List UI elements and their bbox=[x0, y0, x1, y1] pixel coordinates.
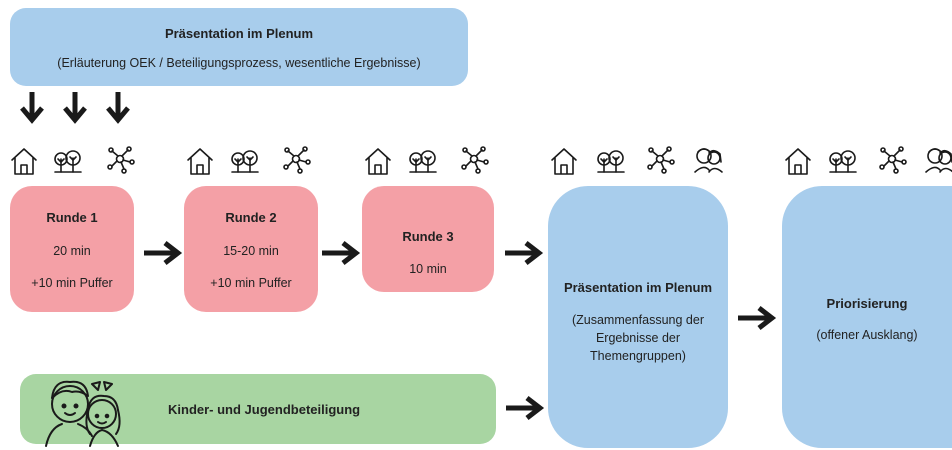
priorisierung-subtitle: (offener Ausklang) bbox=[816, 328, 918, 342]
plenum-intro-subtitle: (Erläuterung OEK / Beteiligungsprozess, … bbox=[57, 56, 421, 70]
arrow-right-icon bbox=[738, 306, 777, 330]
priorisierung-box: Priorisierung (offener Ausklang) bbox=[782, 186, 952, 448]
round-1-title: Runde 1 bbox=[46, 210, 98, 225]
children-icon bbox=[45, 380, 121, 447]
round-1-duration: 20 min bbox=[53, 244, 91, 258]
round-3-title: Runde 3 bbox=[402, 229, 454, 244]
arrow-right-icon bbox=[322, 241, 361, 265]
round-2-buffer: +10 min Puffer bbox=[210, 276, 292, 290]
plenum-summary-line2: Ergebnisse der bbox=[595, 331, 681, 345]
round-2-title: Runde 2 bbox=[225, 210, 277, 225]
plenum-summary-box: Präsentation im Plenum (Zusammenfassung … bbox=[548, 186, 728, 448]
children-illustration bbox=[45, 380, 121, 447]
youth-participation-label: Kinder- und Jugendbeteiligung bbox=[168, 402, 361, 417]
plenum-summary-line1: (Zusammenfassung der bbox=[571, 313, 704, 327]
arrow-right-icon bbox=[505, 241, 544, 265]
plenum-summary-line3: Themengruppen) bbox=[590, 349, 686, 363]
down-arrow-icon bbox=[20, 92, 44, 124]
plenum-intro-box: Präsentation im Plenum (Erläuterung OEK … bbox=[10, 8, 468, 86]
plenum-intro-title: Präsentation im Plenum bbox=[164, 26, 314, 41]
plenum-summary-title: Präsentation im Plenum bbox=[563, 280, 713, 295]
priorisierung-title: Priorisierung bbox=[826, 296, 908, 311]
arrow-right-icon bbox=[506, 396, 545, 420]
round-2-duration: 15-20 min bbox=[223, 244, 279, 258]
round-3-duration: 10 min bbox=[409, 262, 447, 276]
down-arrow-icon bbox=[63, 92, 87, 124]
round-3-box: Runde 3 10 min bbox=[362, 186, 494, 292]
round-1-buffer: +10 min Puffer bbox=[31, 276, 113, 290]
down-arrow-icon bbox=[106, 92, 130, 124]
round-2-box: Runde 2 15-20 min +10 min Puffer bbox=[184, 186, 318, 312]
arrow-right-icon bbox=[144, 241, 183, 265]
round-1-box: Runde 1 20 min +10 min Puffer bbox=[10, 186, 134, 312]
